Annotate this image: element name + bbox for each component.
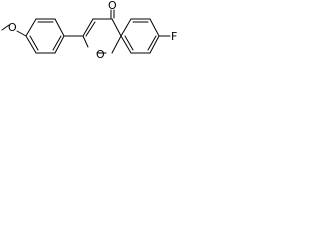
benzo-ring (120, 18, 160, 54)
methoxyphenyl-ring (25, 18, 65, 54)
molecule-drawing: O O F O (1, 0, 177, 61)
methoxy-o-ring-bond (16, 30, 27, 37)
fluorine-label: F (171, 30, 177, 43)
methoxy-oxygen-label: O (8, 21, 17, 34)
pyranone-ring (82, 18, 122, 54)
ring-oxygen-label: O (96, 48, 105, 61)
carbonyl-oxygen-label: O (108, 0, 117, 12)
structure-diagram: O O F O (0, 0, 183, 77)
methoxy-ch3-bond (1, 24, 10, 31)
